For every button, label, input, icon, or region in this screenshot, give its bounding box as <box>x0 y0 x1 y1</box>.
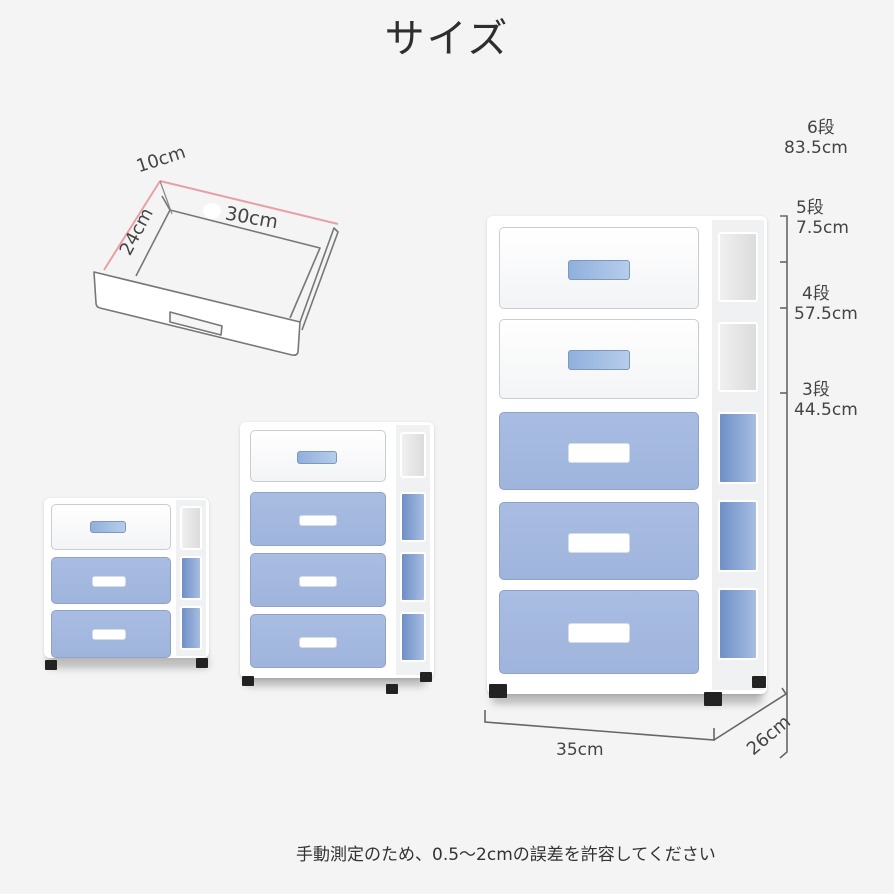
drawer-3[interactable] <box>499 412 699 490</box>
tier-height: 83.5cm <box>784 138 848 158</box>
side-window <box>180 556 202 600</box>
drawer-handle[interactable] <box>297 451 337 464</box>
side-window <box>718 232 758 302</box>
side-window <box>718 322 758 392</box>
leg <box>386 684 398 694</box>
drawer-handle[interactable] <box>568 350 630 370</box>
leg <box>704 692 722 706</box>
tier-3-label: 3段 44.5cm <box>794 380 858 420</box>
drawer-1[interactable] <box>250 430 386 482</box>
drawer-handle[interactable] <box>568 623 630 643</box>
depth-dimension-label: 26cm <box>742 711 795 760</box>
drawer-handle[interactable] <box>299 515 337 526</box>
tier-5-label: 5段 7.5cm <box>796 198 849 238</box>
leg <box>489 684 507 698</box>
drawer-3[interactable] <box>51 610 171 658</box>
tier-name: 3段 <box>802 380 830 400</box>
leg <box>242 676 254 686</box>
leg <box>420 672 432 682</box>
drawer-4[interactable] <box>250 614 386 668</box>
tier-6-label: 6段 83.5cm <box>784 118 848 158</box>
leg <box>196 658 208 668</box>
side-window <box>400 492 426 542</box>
drawer-handle[interactable] <box>90 521 126 533</box>
page-title: サイズ <box>384 16 510 62</box>
side-window <box>400 612 426 662</box>
drawer-handle[interactable] <box>299 576 337 587</box>
measurement-tolerance-note: 手動測定のため、0.5〜2cmの誤差を許容してください <box>296 845 716 865</box>
drawer-handle[interactable] <box>92 576 126 587</box>
tier-name: 6段 <box>806 118 835 138</box>
side-window <box>718 588 758 660</box>
width-dimension-label: 35cm <box>556 740 604 760</box>
drawer-handle[interactable] <box>568 533 630 553</box>
drawer-5[interactable] <box>499 590 699 674</box>
drawer-depth-label: 24cm <box>115 204 158 259</box>
side-window <box>180 506 202 550</box>
side-window <box>400 432 426 478</box>
drawer-2[interactable] <box>499 319 699 399</box>
drawer-handle[interactable] <box>299 637 337 648</box>
drawer-handle[interactable] <box>568 260 630 280</box>
tier-height: 7.5cm <box>796 218 849 238</box>
tier-4-label: 4段 57.5cm <box>794 284 858 324</box>
drawer-3[interactable] <box>250 553 386 607</box>
tier-height: 44.5cm <box>794 400 858 420</box>
leg <box>752 676 766 688</box>
drawer-height-label: 10cm <box>133 141 189 178</box>
tier-height: 57.5cm <box>794 304 858 324</box>
drawer-handle[interactable] <box>92 629 126 640</box>
leg <box>45 660 57 670</box>
side-window <box>718 412 758 484</box>
drawer-1[interactable] <box>51 504 171 550</box>
drawer-width-label: 30cm <box>223 202 280 234</box>
tier-name: 5段 <box>796 198 824 218</box>
floor-shadow <box>48 656 208 668</box>
side-window <box>400 552 426 602</box>
side-window <box>718 500 758 572</box>
tier-name: 4段 <box>802 284 830 304</box>
drawer-4[interactable] <box>499 502 699 580</box>
drawer-2[interactable] <box>51 557 171 604</box>
drawer-handle[interactable] <box>568 443 630 463</box>
side-window <box>180 606 202 650</box>
drawer-2[interactable] <box>250 492 386 546</box>
drawer-1[interactable] <box>499 227 699 309</box>
